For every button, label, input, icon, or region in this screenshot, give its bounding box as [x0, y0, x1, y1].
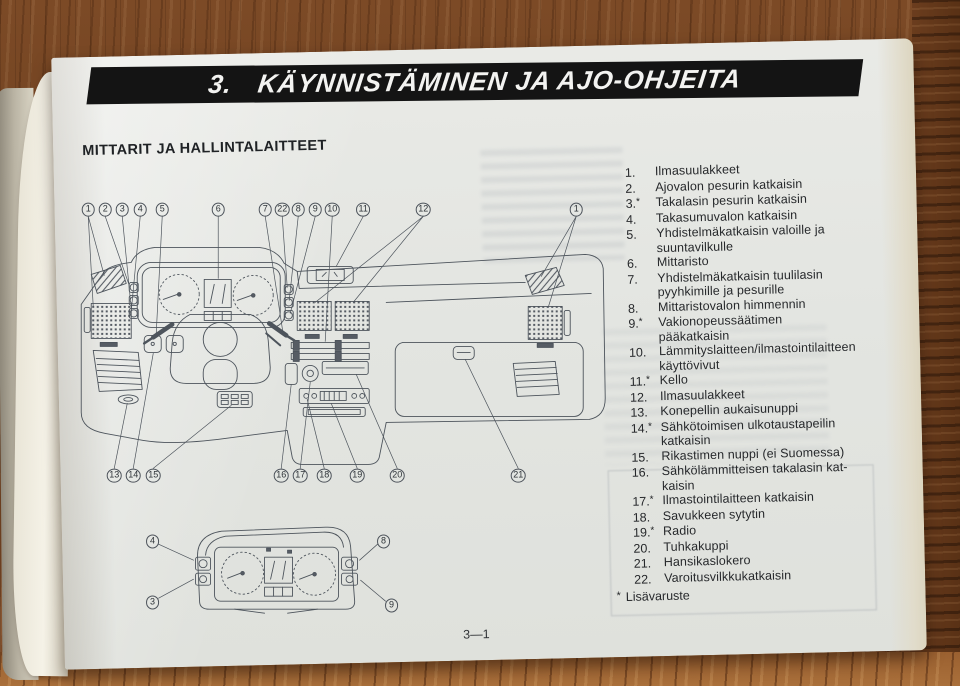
instrument-cluster-diagram: 4 3 8 9: [130, 515, 420, 625]
chapter-title: KÄYNNISTÄMINEN JA AJO-OHJEITA: [256, 63, 744, 99]
callout-marker: 21: [510, 468, 526, 483]
cluster-drawing: [158, 526, 386, 614]
callout-marker: 8: [377, 534, 391, 548]
hood-release-knob: [117, 394, 139, 405]
parts-list: 1.Ilmasuulakkeet 2.Ajovalon pesurin katk…: [625, 158, 919, 586]
choke-knob: [216, 390, 253, 408]
callout-leader-lines: [87, 216, 577, 469]
callout-marker: 9: [308, 202, 322, 217]
chapter-banner: 3. KÄYNNISTÄMINEN JA AJO-OHJEITA: [86, 59, 864, 105]
left-air-vents: [83, 264, 143, 392]
clock-recess: [306, 265, 354, 284]
callout-marker: 10: [324, 202, 340, 217]
page-number: 3—1: [462, 627, 490, 642]
callout-marker: 18: [316, 468, 332, 483]
callout-leader-lines: [158, 543, 386, 602]
callout-marker: 4: [146, 534, 160, 548]
dashboard-outline: [80, 246, 606, 465]
callout-marker: 1: [81, 202, 95, 217]
callout-marker: 14: [125, 468, 141, 483]
callout-marker: 5: [155, 202, 169, 217]
callout-marker: 6: [211, 202, 225, 217]
callout-marker: 22: [274, 202, 290, 217]
callout-marker: 9: [385, 598, 399, 612]
section-heading: MITTARIT JA HALLINTALAITTEET: [82, 137, 327, 160]
instrument-cluster: [128, 261, 294, 328]
glovebox: [394, 341, 584, 417]
callout-marker: 1: [569, 202, 583, 217]
dashboard-drawing: [80, 216, 606, 469]
callout-marker: 3: [146, 595, 160, 609]
center-console: [284, 360, 370, 417]
center-air-vents: [296, 300, 370, 339]
callout-marker: 13: [106, 468, 122, 483]
callout-marker: 15: [145, 468, 161, 483]
callout-marker: 2: [98, 202, 112, 217]
chapter-number: 3.: [206, 68, 235, 100]
footnote-text: Lisävaruste: [625, 588, 690, 604]
right-air-vents: [512, 266, 571, 397]
callout-marker: 12: [415, 202, 431, 217]
mirror-switch-buttons: [143, 334, 184, 353]
callout-marker: 8: [291, 202, 305, 217]
callout-marker: 19: [349, 468, 365, 483]
footnote: * Lisävaruste: [616, 589, 690, 605]
callout-marker: 11: [356, 202, 371, 217]
footnote-symbol: *: [616, 590, 621, 603]
steering-column: [142, 313, 296, 390]
manual-page: 3. KÄYNNISTÄMINEN JA AJO-OHJEITA MITTARI…: [51, 38, 927, 670]
callout-marker: 16: [273, 468, 289, 483]
dashboard-diagram: 1 2 3 4 5 6 7 22 8 9 10 11 12 1 13 14 15…: [73, 192, 613, 492]
callout-marker: 17: [292, 468, 308, 483]
callout-marker: 20: [389, 468, 405, 483]
heater-sliders: [290, 339, 370, 362]
callout-marker: 3: [115, 202, 129, 217]
callout-marker: 7: [258, 202, 272, 217]
callout-marker: 4: [133, 202, 147, 217]
